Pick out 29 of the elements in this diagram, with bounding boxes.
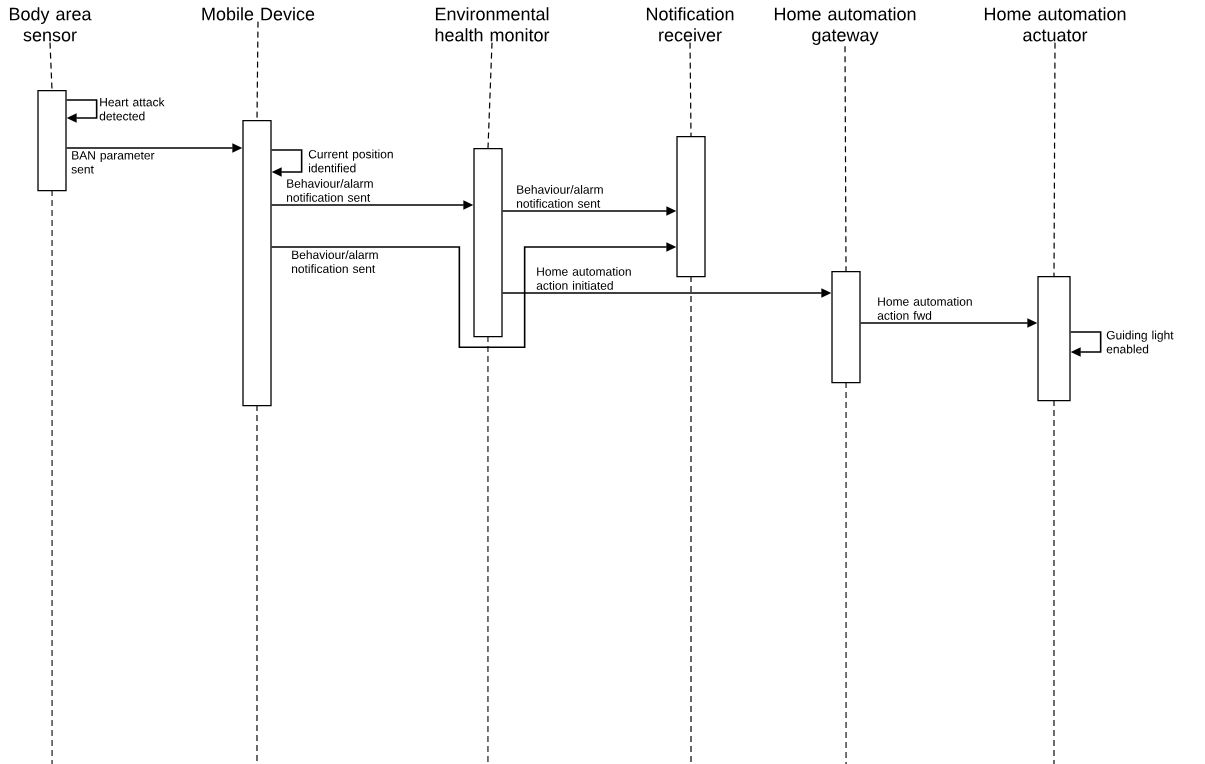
- lifeline-header: Environmental health monitor: [435, 7, 550, 42]
- activation-bar: [473, 148, 503, 338]
- lifeline: [689, 42, 692, 137]
- lifeline: [49, 42, 53, 91]
- lifeline: [1053, 42, 1056, 277]
- lifeline-header: Mobile Device: [202, 7, 315, 21]
- lifeline: [487, 42, 493, 149]
- edge-label: BAN parameter sent: [71, 151, 155, 174]
- edge-label: Home automation action fwd: [877, 297, 972, 320]
- edge-label: Guiding light enabled: [1106, 330, 1174, 354]
- activation-bar: [676, 136, 706, 278]
- activation-bar: [242, 120, 272, 407]
- lifeline-header: Notification receiver: [646, 7, 734, 42]
- edge-label: Home automation action initiated: [536, 267, 631, 290]
- lifeline-header: Body area sensor: [9, 7, 92, 42]
- edge-label: Behaviour/alarm notification sent: [287, 179, 373, 202]
- edge-label: Behaviour/alarm notification sent: [517, 185, 603, 208]
- edge-label: Behaviour/alarm notification sent: [292, 250, 378, 273]
- activation-bar: [831, 271, 861, 384]
- lifeline: [844, 45, 847, 272]
- edge-label: Current position identified: [308, 149, 393, 173]
- activation-bar: [37, 90, 67, 192]
- activation-bar: [1037, 276, 1071, 402]
- self-message-arrow: [270, 149, 303, 177]
- lifeline-header: Home automation actuator: [984, 7, 1126, 42]
- lifeline-header: Home automation gateway: [774, 7, 916, 45]
- self-message-arrow: [1069, 331, 1102, 357]
- self-message-arrow: [65, 99, 98, 123]
- edge-label: Heart attack detected: [99, 97, 165, 121]
